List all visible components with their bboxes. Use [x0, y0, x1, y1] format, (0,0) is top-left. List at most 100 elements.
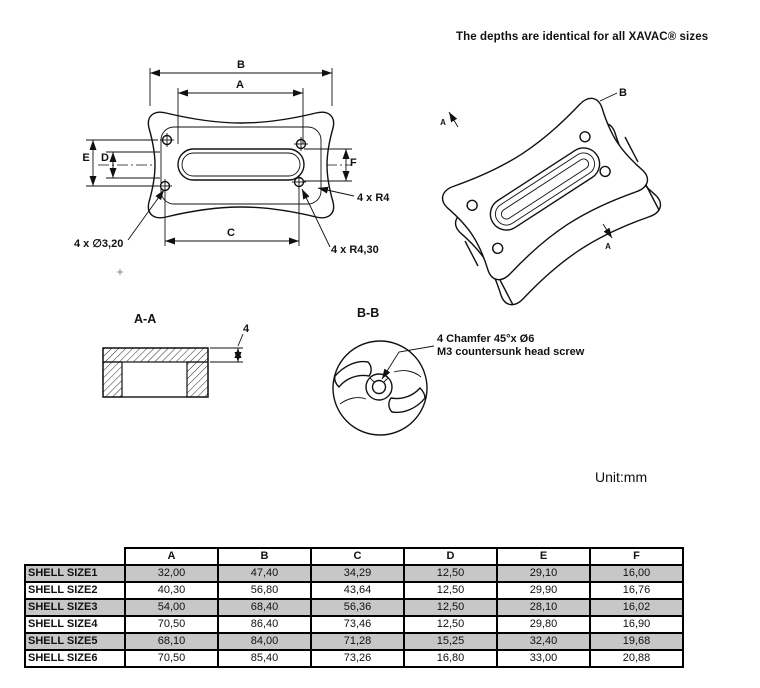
value-cell: 16,80	[403, 649, 498, 668]
value-cell: 28,10	[496, 598, 591, 617]
value-cell: 84,00	[217, 632, 312, 651]
value-cell: 19,68	[589, 632, 684, 651]
value-cell: 70,50	[124, 649, 219, 668]
row-label: SHELL SIZE2	[24, 581, 126, 600]
table-header-row: A B C D E F	[25, 547, 684, 566]
value-cell: 73,46	[310, 615, 405, 634]
row-label: SHELL SIZE6	[24, 649, 126, 668]
detail-circle	[332, 340, 428, 436]
note-hole-diameter: 4 x ∅3,20	[74, 238, 123, 250]
value-cell: 12,50	[403, 598, 498, 617]
col-header-f: F	[589, 547, 684, 566]
section-aa-dimension	[210, 333, 244, 363]
registration-mark	[117, 269, 123, 275]
table-row: SHELL SIZE4 70,50 86,40 73,46 12,50 29,8…	[24, 615, 684, 634]
section-bb: B-B 4 Chamfer 45°x Ø6 M3 countersunk hea…	[332, 306, 585, 436]
section-aa-left-wall	[102, 361, 123, 398]
value-cell: 43,64	[310, 581, 405, 600]
plan-view: B A C E D F 4 x R4 4 x ∅3,20 4 x R4,30	[74, 59, 390, 275]
corner-cell	[25, 548, 125, 565]
section-aa-right-wall	[186, 361, 209, 398]
row-label: SHELL SIZE1	[24, 564, 126, 583]
page-title: The depths are identical for all XAVAC® …	[456, 31, 709, 43]
iso-slot	[489, 147, 601, 231]
note-inner-radius: 4 x R4,30	[331, 244, 379, 256]
unit-label: Unit:mm	[595, 469, 648, 485]
dim-label-c: C	[227, 227, 235, 239]
dimension-lines	[86, 68, 355, 275]
col-header-a: A	[124, 547, 219, 566]
value-cell: 16,02	[589, 598, 684, 617]
countersink-chamfer	[365, 373, 393, 401]
chamfer-note-line1: 4 Chamfer 45°x Ø6	[437, 333, 534, 345]
section-aa-label: A-A	[134, 312, 156, 326]
col-header-e: E	[496, 547, 591, 566]
slot-inner-outline	[181, 152, 301, 177]
screw-hole	[371, 379, 387, 395]
iso-view: B A A	[440, 87, 662, 306]
col-header-c: C	[310, 547, 405, 566]
table-row: SHELL SIZE3 54,00 68,40 56,36 12,50 28,1…	[24, 598, 684, 617]
value-cell: 29,90	[496, 581, 591, 600]
value-cell: 86,40	[217, 615, 312, 634]
table-row: SHELL SIZE5 68,10 84,00 71,28 15,25 32,4…	[24, 632, 684, 651]
value-cell: 85,40	[217, 649, 312, 668]
value-cell: 71,28	[310, 632, 405, 651]
iso-section-arrow-a-bottom: A	[605, 242, 611, 251]
section-aa: A-A 4	[102, 312, 250, 398]
iso-label-b: B	[619, 87, 627, 99]
value-cell: 16,76	[589, 581, 684, 600]
dim-label-e: E	[82, 152, 89, 164]
value-cell: 54,00	[124, 598, 219, 617]
dim-label-b: B	[237, 59, 245, 71]
section-bb-label: B-B	[357, 306, 379, 320]
note-corner-radius: 4 x R4	[357, 192, 390, 204]
table-row: SHELL SIZE2 40,30 56,80 43,64 12,50 29,9…	[24, 581, 684, 600]
value-cell: 70,50	[124, 615, 219, 634]
value-cell: 33,00	[496, 649, 591, 668]
dim-label-f: F	[350, 157, 357, 169]
row-label: SHELL SIZE3	[24, 598, 126, 617]
value-cell: 12,50	[403, 564, 498, 583]
row-label: SHELL SIZE5	[24, 632, 126, 651]
value-cell: 16,00	[589, 564, 684, 583]
shell-size-table: A B C D E F SHELL SIZE1 32,00 47,40 34,2…	[24, 547, 684, 668]
chamfer-note-line2: M3 countersunk head screw	[437, 346, 585, 358]
value-cell: 32,00	[124, 564, 219, 583]
technical-drawing: B A C E D F 4 x R4 4 x ∅3,20 4 x R4,30	[74, 59, 662, 436]
value-cell: 47,40	[217, 564, 312, 583]
value-cell: 20,88	[589, 649, 684, 668]
value-cell: 68,40	[217, 598, 312, 617]
value-cell: 15,25	[403, 632, 498, 651]
value-cell: 34,29	[310, 564, 405, 583]
inner-outline	[160, 126, 322, 205]
shell-outline	[147, 111, 335, 219]
chamfer-leader	[381, 345, 435, 380]
col-header-d: D	[403, 547, 498, 566]
table-row: SHELL SIZE1 32,00 47,40 34,29 12,50 29,1…	[24, 564, 684, 583]
value-cell: 56,80	[217, 581, 312, 600]
shell-wall-right	[388, 386, 426, 414]
section-aa-outline	[102, 347, 209, 398]
value-cell: 29,80	[496, 615, 591, 634]
dim-label-a: A	[236, 79, 244, 91]
value-cell: 68,10	[124, 632, 219, 651]
value-cell: 56,36	[310, 598, 405, 617]
slot-outline	[177, 148, 305, 181]
section-aa-flange	[102, 347, 209, 363]
value-cell: 12,50	[403, 581, 498, 600]
value-cell: 40,30	[124, 581, 219, 600]
value-cell: 16,90	[589, 615, 684, 634]
dim-label-d: D	[101, 152, 109, 164]
table-row: SHELL SIZE6 70,50 85,40 73,26 16,80 33,0…	[24, 649, 684, 668]
iso-section-arrow-a-top: A	[440, 118, 446, 127]
row-label: SHELL SIZE4	[24, 615, 126, 634]
value-cell: 73,26	[310, 649, 405, 668]
value-cell: 12,50	[403, 615, 498, 634]
value-cell: 29,10	[496, 564, 591, 583]
col-header-b: B	[217, 547, 312, 566]
value-cell: 32,40	[496, 632, 591, 651]
shell-wall-left	[334, 360, 372, 389]
iso-top-face	[441, 97, 649, 281]
section-aa-thickness-label: 4	[243, 323, 250, 335]
